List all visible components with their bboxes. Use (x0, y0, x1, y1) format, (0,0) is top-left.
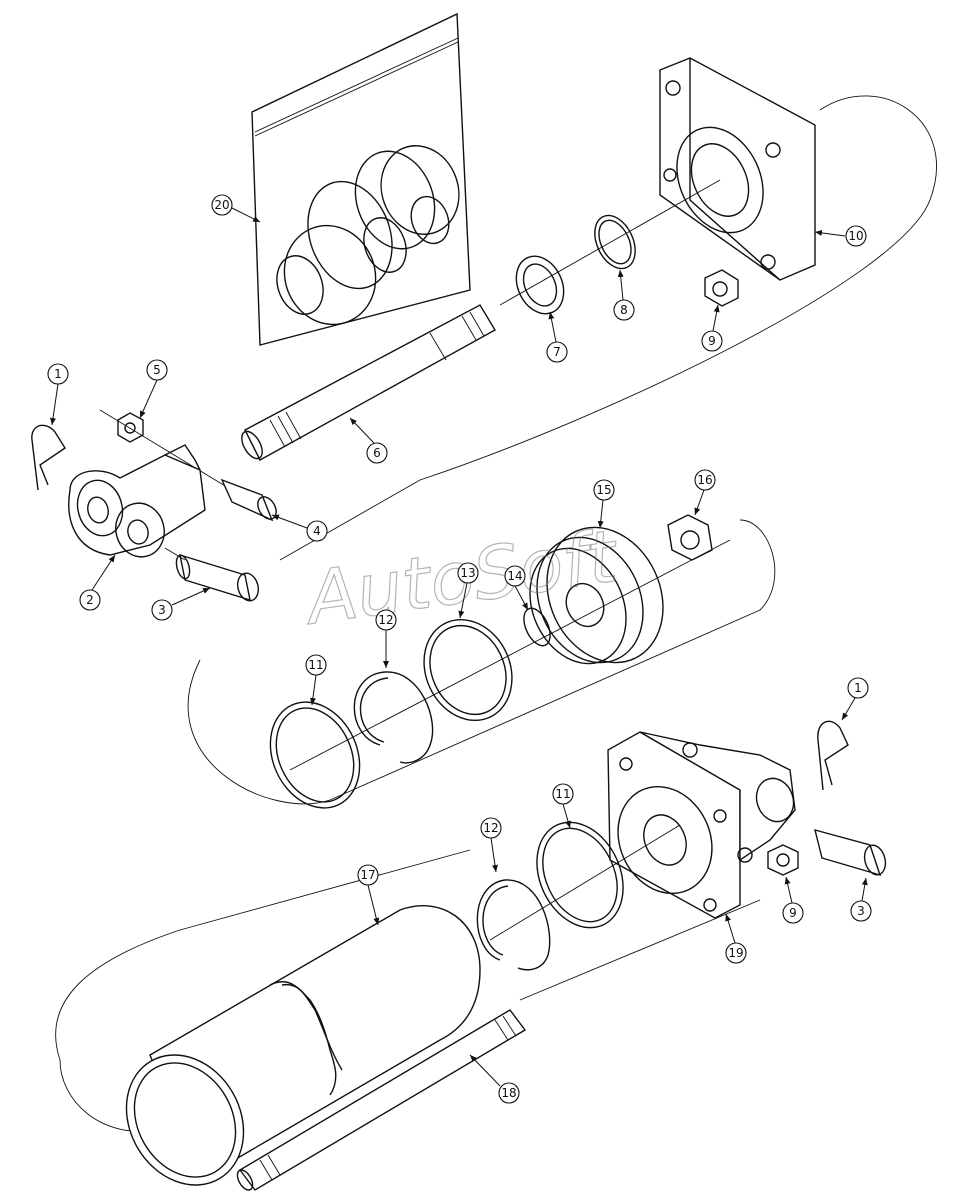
callout-3-upper: 3 (151, 587, 211, 621)
callout-2: 2 (79, 554, 116, 611)
base-end-cap (607, 731, 796, 919)
hairpin-clip-lower (817, 720, 849, 791)
callout-15: 15 (593, 479, 615, 529)
clevis-bolt (220, 478, 277, 522)
callout-7: 7 (546, 311, 568, 363)
svg-text:9: 9 (708, 334, 716, 348)
svg-text:18: 18 (501, 1086, 516, 1100)
svg-text:16: 16 (697, 473, 712, 487)
svg-text:7: 7 (553, 345, 561, 359)
callout-19: 19 (725, 913, 747, 964)
callout-1-upper: 1 (47, 363, 69, 426)
svg-text:13: 13 (460, 566, 475, 580)
svg-text:3: 3 (158, 603, 166, 617)
hairpin-clip-upper (31, 424, 66, 491)
o-ring-upper (269, 701, 361, 809)
svg-text:19: 19 (728, 946, 743, 960)
rod-wiper (515, 255, 565, 315)
backup-ring-upper (353, 671, 434, 764)
svg-text:12: 12 (378, 613, 393, 627)
svg-text:3: 3 (857, 904, 865, 918)
cylinder-barrel (125, 905, 481, 1186)
svg-text:9: 9 (789, 906, 797, 920)
svg-text:17: 17 (360, 868, 375, 882)
piston-nut (667, 514, 713, 561)
callout-17: 17 (357, 864, 380, 926)
svg-text:14: 14 (507, 569, 522, 583)
callout-13: 13 (457, 562, 479, 619)
clevis-nut (117, 412, 144, 443)
piston (529, 526, 664, 665)
backup-ring-lower (476, 879, 551, 971)
clevis-pin-upper (175, 553, 260, 602)
callout-1-lower: 1 (841, 677, 869, 721)
callout-5: 5 (139, 359, 168, 419)
callout-12-upper: 12 (375, 609, 397, 668)
callout-11-lower: 11 (552, 783, 574, 829)
svg-text:11: 11 (555, 787, 570, 801)
grouping-outline-upper (187, 95, 937, 805)
rod-seal (594, 214, 636, 270)
callout-3-lower: 3 (850, 877, 872, 922)
callout-9-upper: 9 (701, 304, 723, 352)
rod-end-cap (659, 57, 816, 281)
callout-6: 6 (349, 417, 388, 464)
seal-kit-bag (251, 12, 471, 346)
svg-text:10: 10 (848, 229, 863, 243)
nut-lower (767, 844, 799, 876)
piston-rod (241, 304, 496, 461)
callout-8: 8 (613, 269, 635, 321)
piston-seal (423, 618, 513, 722)
callout-12-lower: 12 (480, 817, 502, 873)
svg-text:4: 4 (313, 524, 321, 538)
o-ring-lower (536, 821, 624, 929)
clevis (68, 444, 206, 558)
piston-o-ring (523, 607, 551, 647)
callout-11-upper: 11 (305, 654, 327, 706)
svg-text:12: 12 (483, 821, 498, 835)
svg-text:1: 1 (854, 681, 862, 695)
svg-text:20: 20 (214, 198, 229, 212)
nut-upper (704, 269, 739, 307)
callout-9-lower: 9 (782, 876, 804, 924)
svg-text:2: 2 (86, 593, 94, 607)
callout-16: 16 (694, 469, 716, 516)
callout-4: 4 (271, 514, 328, 542)
svg-text:5: 5 (153, 363, 161, 377)
svg-text:11: 11 (308, 658, 323, 672)
callout-20: 20 (211, 194, 261, 223)
callout-10: 10 (814, 225, 867, 247)
clevis-pin-lower (814, 829, 887, 877)
callout-18: 18 (469, 1054, 520, 1104)
callout-14: 14 (504, 565, 529, 611)
svg-text:6: 6 (373, 446, 381, 460)
svg-text:8: 8 (620, 303, 628, 317)
svg-text:1: 1 (54, 367, 62, 381)
tie-rod (236, 1009, 527, 1191)
svg-text:15: 15 (596, 483, 611, 497)
